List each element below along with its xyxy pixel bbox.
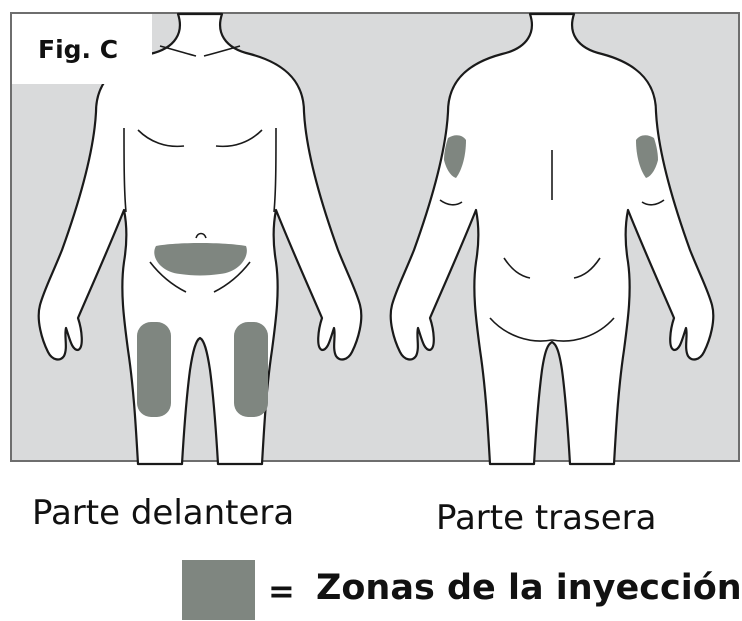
left-thigh-injection-zone	[137, 322, 171, 417]
back-buttocks-left	[489, 317, 553, 342]
front-body-outline	[37, 12, 363, 466]
legend-equals-sign: =	[268, 572, 295, 610]
legend-injection-zones-label: Zonas de la inyección	[316, 568, 742, 608]
injection-zone-legend-swatch	[182, 560, 255, 620]
front-groin-right	[213, 261, 251, 293]
front-groin-left	[149, 261, 187, 293]
figure-label: Fig. C	[12, 14, 152, 84]
back-elbow-right	[641, 199, 665, 206]
front-armpit-left	[123, 127, 127, 213]
body-figure-illustration	[37, 12, 715, 466]
back-buttocks-right	[551, 317, 615, 342]
left-upper-arm-injection-zone	[444, 135, 466, 178]
right-upper-arm-injection-zone	[636, 135, 658, 178]
back-body-figure	[389, 12, 715, 466]
back-waist-right	[573, 257, 601, 279]
front-chest-right	[215, 129, 263, 148]
right-thigh-injection-zone	[234, 322, 268, 417]
back-elbow-left	[439, 199, 463, 206]
front-injection-zones	[137, 243, 268, 417]
front-body-figure	[37, 12, 363, 466]
abdomen-injection-zone	[154, 243, 247, 276]
front-navel	[195, 232, 207, 239]
back-injection-zones	[444, 135, 658, 178]
back-view-caption: Parte trasera	[436, 498, 657, 538]
front-neck-lines	[159, 45, 241, 57]
front-armpit-right	[273, 127, 277, 213]
front-chest-left	[137, 129, 185, 148]
back-body-outline	[389, 12, 715, 466]
figure-label-text: Fig. C	[38, 34, 119, 64]
back-waist-left	[503, 257, 531, 279]
front-view-caption: Parte delantera	[32, 493, 295, 533]
